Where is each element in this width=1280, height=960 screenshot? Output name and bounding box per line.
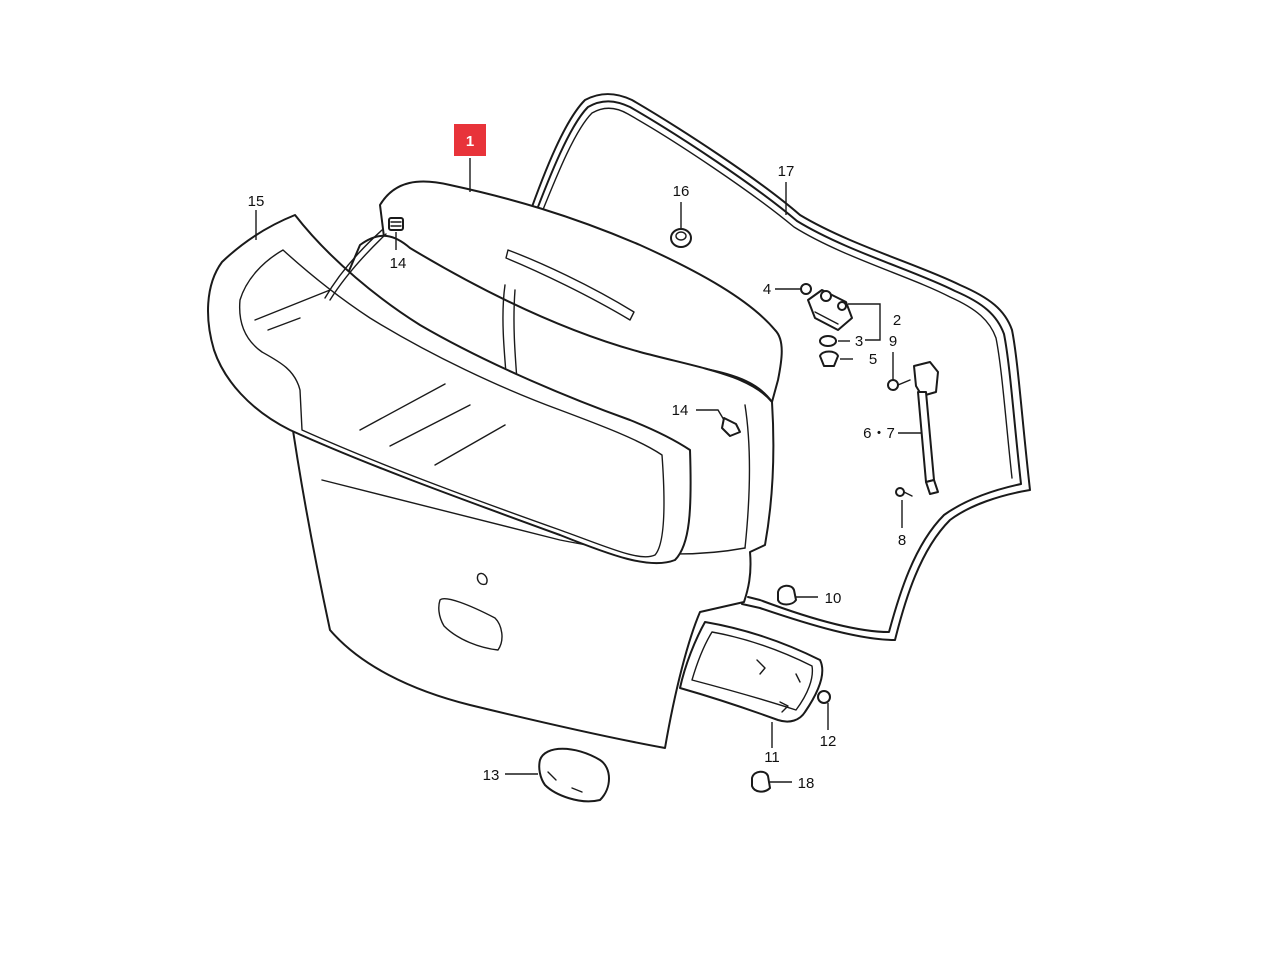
callout-labels: 1 15 14 16 17 4 2 3 9 5 14 6・7 8 10 12 1…: [248, 124, 906, 792]
callout-9[interactable]: 9: [889, 333, 897, 350]
leader-lines: [255, 158, 922, 783]
callout-8[interactable]: 8: [898, 532, 906, 549]
ball-stud-part-8[interactable]: [895, 487, 913, 497]
callout-2[interactable]: 2: [893, 312, 901, 329]
callout-16[interactable]: 16: [673, 183, 690, 200]
callout-12[interactable]: 12: [820, 733, 837, 750]
bumper-part-10[interactable]: [777, 584, 797, 606]
screw-part-12[interactable]: [817, 690, 831, 704]
callout-15[interactable]: 15: [248, 193, 265, 210]
callout-18[interactable]: 18: [798, 775, 815, 792]
washer-part-3[interactable]: [819, 335, 837, 347]
callout-4[interactable]: 4: [763, 281, 771, 298]
trim-panel-part-11[interactable]: [679, 621, 824, 723]
highlight-box-part-1[interactable]: [454, 124, 486, 156]
callout-14-upper[interactable]: 14: [390, 255, 407, 272]
clip-part-14-lower[interactable]: [721, 417, 741, 437]
callout-17[interactable]: 17: [778, 163, 795, 180]
clip-part-14-upper[interactable]: [388, 217, 404, 231]
gas-strut-part-6-7[interactable]: [913, 361, 939, 495]
grommet-part-16[interactable]: [670, 228, 692, 248]
callout-13[interactable]: 13: [483, 767, 500, 784]
callout-10[interactable]: 10: [825, 590, 842, 607]
bumper-part-18[interactable]: [751, 770, 771, 793]
license-lamp-part-13[interactable]: [538, 747, 610, 803]
callout-1[interactable]: 1: [466, 133, 474, 150]
bolt-part-4[interactable]: [800, 283, 812, 295]
weatherstrip-seal-part-17[interactable]: [527, 93, 1031, 641]
rear-glass-part-15[interactable]: [207, 214, 692, 565]
bolt-part-9[interactable]: [887, 379, 911, 391]
hinge-part-2[interactable]: [807, 289, 853, 331]
callout-3[interactable]: 3: [855, 333, 863, 350]
callout-5[interactable]: 5: [869, 351, 877, 368]
grommet-part-5[interactable]: [819, 350, 839, 367]
callout-6-7[interactable]: 6・7: [863, 425, 895, 442]
callout-14-lower[interactable]: 14: [672, 402, 689, 419]
callout-11[interactable]: 11: [764, 749, 780, 766]
